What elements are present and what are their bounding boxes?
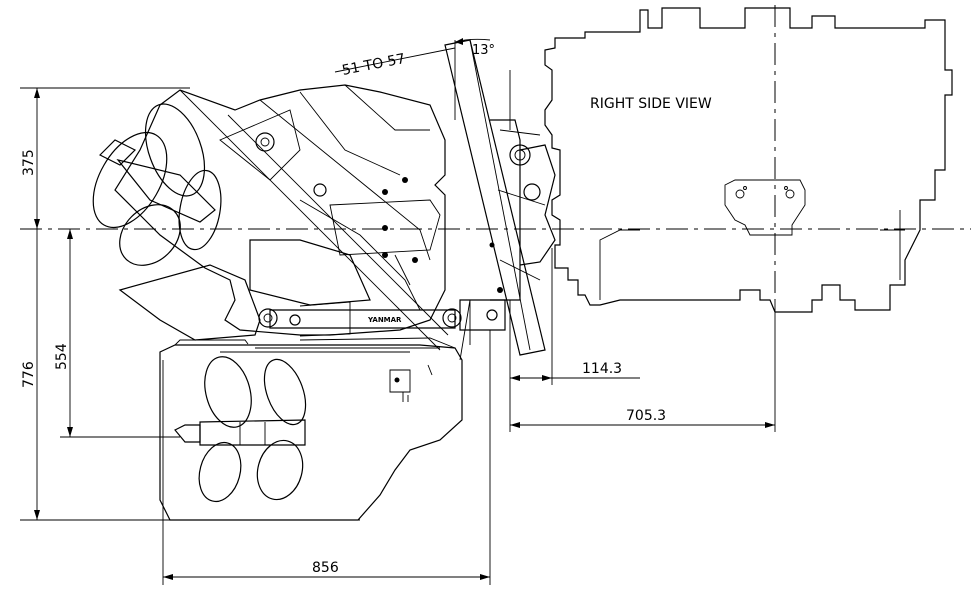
dim-554-label: 554 (54, 343, 70, 370)
trim-range-label: 51 TO 57 (341, 51, 407, 79)
dim-856-label: 856 (312, 560, 339, 576)
dimension-lines (20, 38, 776, 585)
view-label: RIGHT SIDE VIEW (590, 96, 712, 112)
upper-propeller (92, 103, 222, 266)
dim-114-label: 114.3 (582, 361, 622, 377)
dim-705-label: 705.3 (626, 408, 666, 424)
dim-776-label: 776 (21, 361, 37, 388)
lower-propeller (174, 356, 307, 503)
transom-assembly (444, 39, 556, 356)
trim-cylinder-brand: YANMAR (367, 316, 402, 324)
tilt-angle-label: 13° (472, 43, 495, 58)
engine-outline (544, 7, 953, 313)
trim-cylinder: YANMAR (258, 299, 506, 337)
upper-drive-housing (114, 84, 449, 351)
dim-375-label: 375 (21, 149, 37, 176)
